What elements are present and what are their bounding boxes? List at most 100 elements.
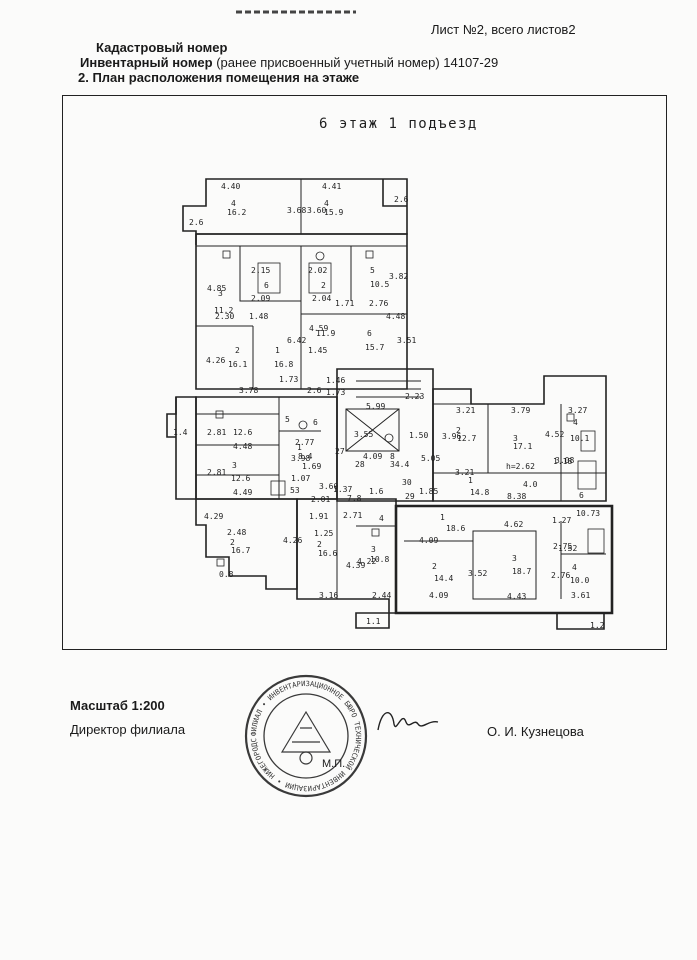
- plan-dimension-label: 2.23: [405, 392, 424, 401]
- plan-dimension-label: 10.0: [570, 576, 589, 585]
- plan-dimension-label: 3.78: [239, 386, 258, 395]
- plan-dimension-label: 30: [402, 478, 412, 487]
- plan-dimension-label: 17.1: [513, 442, 532, 451]
- plan-dimension-label: 10.8: [370, 555, 389, 564]
- plan-dimension-label: 1: [440, 513, 445, 522]
- plan-dimension-label: 1.48: [249, 312, 268, 321]
- plan-dimension-label: 2.02: [308, 266, 327, 275]
- plan-dimension-label: 7.8: [347, 494, 362, 503]
- plan-dimension-label: 3.21: [455, 468, 474, 477]
- plan-dimension-label: 5: [285, 415, 290, 424]
- plan-dimension-label: 4: [324, 199, 329, 208]
- plan-dimension-label: 16.6: [318, 549, 337, 558]
- plan-dimension-label: 4: [573, 418, 578, 427]
- plan-dimension-label: 2.76: [369, 299, 388, 308]
- plan-dimension-label: 4.09: [419, 536, 438, 545]
- plan-dimension-label: 3.96: [442, 432, 461, 441]
- plan-dimension-label: 4.48: [386, 312, 405, 321]
- plan-dimension-label: 2.04: [312, 294, 331, 303]
- plan-dimension-label: 3.52: [468, 569, 487, 578]
- cadastral-number-label: Кадастровый номер: [96, 40, 228, 55]
- inventory-number-note: (ранее присвоенный учетный номер) 14107-…: [212, 55, 499, 70]
- plan-dimension-label: 2.48: [227, 528, 246, 537]
- plan-dimension-label: 3.21: [456, 406, 475, 415]
- plan-fixtures: [215, 250, 605, 567]
- plan-dimension-label: 1.27: [552, 516, 571, 525]
- plan-dimension-label: 1.46: [326, 376, 345, 385]
- plan-dimension-label: 2: [235, 346, 240, 355]
- plan-dimension-label: 3.60: [319, 482, 338, 491]
- plan-dimension-label: 1.6: [369, 487, 384, 496]
- plan-dimension-label: 5.05: [421, 454, 440, 463]
- plan-dimension-label: 2.75: [553, 542, 572, 551]
- plan-dimension-label: 1: [297, 443, 302, 452]
- plan-dimension-label: 1.18: [553, 457, 572, 466]
- plan-dimension-label: 3.61: [571, 591, 590, 600]
- plan-dimension-label: 28: [355, 460, 365, 469]
- plan-dimension-label: 4.52: [545, 430, 564, 439]
- plan-dimension-label: 4.49: [233, 488, 252, 497]
- plan-dimension-label: 1: [468, 476, 473, 485]
- plan-dimension-label: 4.41: [322, 182, 341, 191]
- plan-dimension-label: 1.4: [173, 428, 188, 437]
- cropped-header-text: [236, 3, 356, 14]
- plan-walls: [166, 178, 614, 630]
- plan-dimension-label: 2: [230, 538, 235, 547]
- plan-dimension-label: 1.50: [409, 431, 428, 440]
- plan-dimension-label: 3: [512, 554, 517, 563]
- plan-dimension-label: 3.55: [354, 430, 373, 439]
- plan-dimension-label: 1.45: [308, 346, 327, 355]
- plan-dimension-label: 4.09: [363, 452, 382, 461]
- plan-dimension-label: 1.71: [335, 299, 354, 308]
- plan-dimension-label: 1.73: [326, 388, 345, 397]
- plan-dimension-label: 14.8: [470, 488, 489, 497]
- inventory-number-line: Инвентарный номер (ранее присвоенный уче…: [80, 55, 498, 70]
- plan-dimension-label: 11.9: [316, 329, 335, 338]
- plan-dimension-label: 4.0: [523, 480, 538, 489]
- plan-dimension-label: 6: [264, 281, 269, 290]
- plan-dimension-label: 3.16: [319, 591, 338, 600]
- plan-dimension-label: 27: [335, 447, 345, 456]
- plan-dimension-label: 2: [456, 426, 461, 435]
- plan-dimension-label: 16.2: [227, 208, 246, 217]
- plan-dimension-label: h=2.62: [506, 462, 535, 471]
- plan-dimension-label: 5: [370, 266, 375, 275]
- plan-dimension-label: 2.30: [215, 312, 234, 321]
- plan-dimension-label: 2.71: [343, 511, 362, 520]
- floor-caption: 6 этаж 1 подъезд: [319, 116, 478, 132]
- plan-dimension-label: 10.1: [570, 434, 589, 443]
- plan-title: 2. План расположения помещения на этаже: [78, 70, 360, 85]
- plan-dimension-label: 34.4: [390, 460, 409, 469]
- plan-dimension-label: 3: [513, 434, 518, 443]
- plan-dimension-label: 12.6: [233, 428, 252, 437]
- plan-dimension-label: 3.79: [511, 406, 530, 415]
- plan-dimension-label: 1: [275, 346, 280, 355]
- plan-dimension-label: 4.39: [346, 561, 365, 570]
- plan-dimension-label: 4.85: [207, 284, 226, 293]
- plan-dimension-label: 16.8: [274, 360, 293, 369]
- plan-dimension-label: 18.7: [512, 567, 531, 576]
- plan-dimension-label: 3.51: [397, 336, 416, 345]
- plan-dimension-label: 4.29: [204, 512, 223, 521]
- plan-dimension-label: 3.27: [568, 406, 587, 415]
- plan-dimension-label: 6.42: [287, 336, 306, 345]
- plan-dimension-label: 2.6: [394, 195, 409, 204]
- plan-dimension-label: 14.4: [434, 574, 453, 583]
- plan-dimension-label: 18.6: [446, 524, 465, 533]
- plan-dimension-label: 2: [432, 562, 437, 571]
- plan-dimension-label: 4.62: [504, 520, 523, 529]
- plan-dimension-label: 4: [379, 514, 384, 523]
- plan-dimension-label: 2.6: [307, 386, 322, 395]
- plan-dimension-label: 15.9: [324, 208, 343, 217]
- seal-place-mark: М.П.: [322, 758, 346, 770]
- plan-dimension-label: 2.81: [207, 468, 226, 477]
- plan-dimension-label: 1.91: [309, 512, 328, 521]
- plan-dimension-label: 16.1: [228, 360, 247, 369]
- plan-dimension-label: 1.73: [279, 375, 298, 384]
- inventory-number-label: Инвентарный номер: [80, 55, 213, 70]
- plan-dimension-label: 2.6: [189, 218, 204, 227]
- plan-dimension-label: 4.22: [357, 557, 376, 566]
- plan-dimension-label: 2.09: [251, 294, 270, 303]
